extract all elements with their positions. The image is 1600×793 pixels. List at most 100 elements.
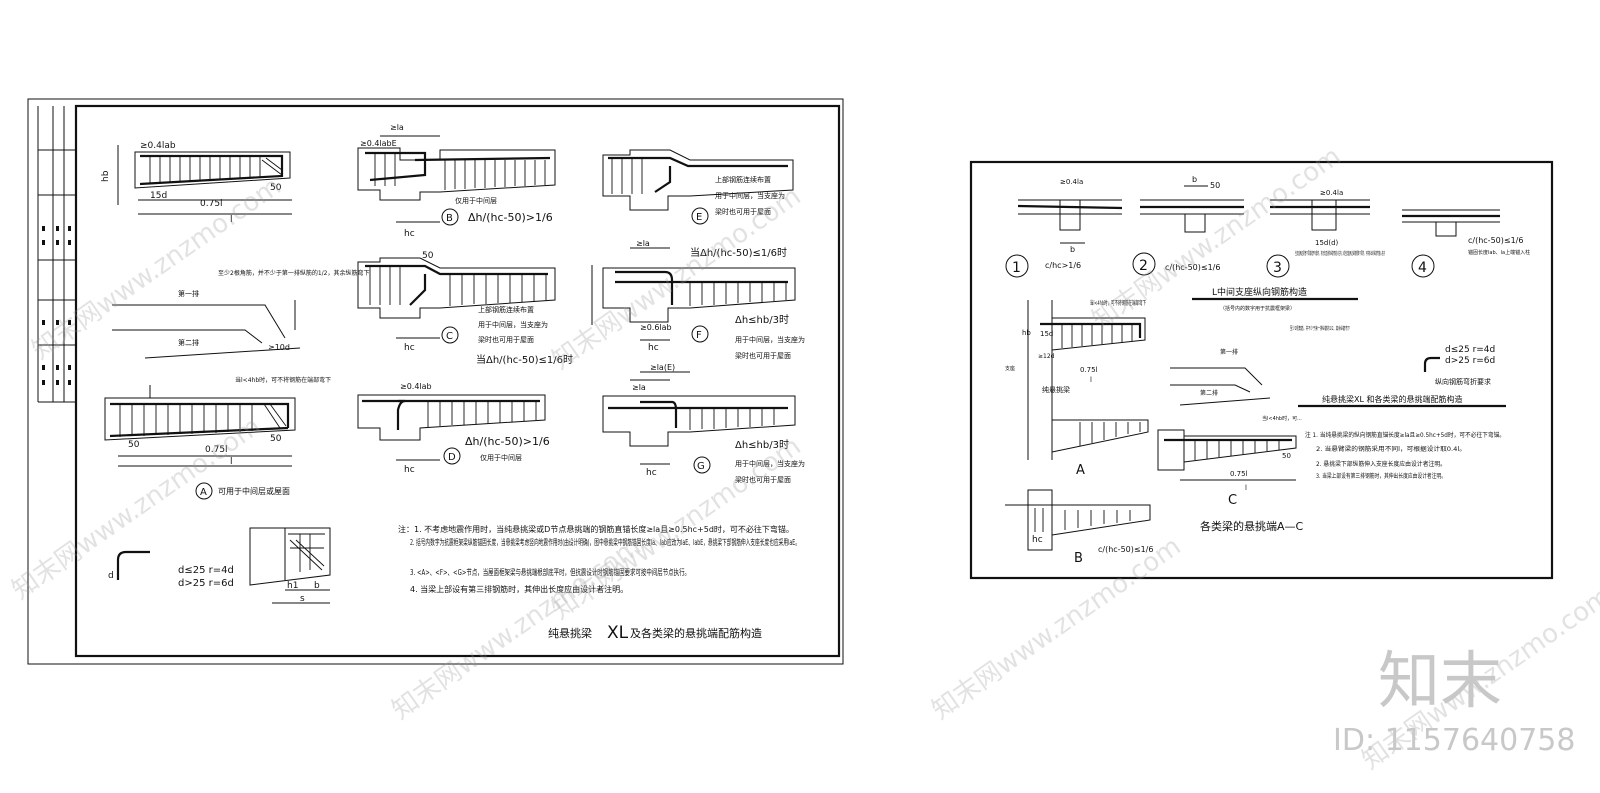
panel-C-label2: 用于中间层，当支座为	[478, 320, 548, 329]
panel-G-dim-hc: hc	[646, 468, 657, 478]
panel-C-formula: 当Δh/(hc-50)≤1/6时	[476, 353, 573, 366]
right-label-A: A	[1076, 463, 1085, 478]
right-C-075l: 0.75l	[1230, 470, 1248, 478]
panel-A-circle	[195, 482, 213, 500]
right-C-note: 当l<4hb时，可...	[1262, 415, 1302, 422]
panel-B-circle	[441, 208, 459, 226]
right-title-XL-text: 纯悬挑梁XL 和各类梁的悬挑端配筋构造	[1322, 394, 1462, 404]
panel-F-formula-top: 当Δh/(hc-50)≤1/6时	[690, 246, 787, 259]
bent-bar-sketch: 至少2根角筋，并不少于第一排纵筋的1/2，其余纵筋弯下 第一排 第二排 ≥10d	[112, 269, 369, 359]
right-label-C: C	[1228, 493, 1237, 508]
panel-A-bot-dim-075l: 0.75l	[205, 445, 228, 455]
panel-B-dim-la: ≥la	[390, 123, 404, 132]
panel-D-dim-hc: hc	[404, 465, 415, 475]
panel-A-bot-dim-50b: 50	[270, 434, 282, 444]
right-bent-bar: 至少2根角筋，并不少于第一排纵筋的1/2，其余纵筋弯下 第一排 第二排	[1170, 325, 1350, 406]
right-title-L: L中间支座纵向钢筋构造 （括号内的数字用于抗震框架梁）	[1192, 286, 1358, 312]
right-A-15d: 15d	[1040, 330, 1053, 338]
panel-A-dim-50: 50	[270, 183, 282, 193]
panel-C-circle	[441, 326, 459, 344]
panel-F: ≥la ≥0.6lab hc 当Δh/(hc-50)≤1/6时 Δh≤hb/3时…	[591, 239, 805, 360]
bend-line2: d>25 r=6d	[178, 578, 234, 589]
panel-E: 上部钢筋连续布置 用于中间层，当支座为 梁时也可用于屋面 E	[602, 149, 794, 225]
left-note-2: 2. 括号内数字为抗震框架梁纵筋锚固长度，当悬挑梁考虑竖向地震作用时(由设计明确…	[410, 537, 800, 547]
panel-B-dim-04labE: ≥0.4labE	[360, 139, 397, 148]
node-1-circle	[1005, 254, 1029, 278]
panel-C-label3: 梁时也可用于屋面	[478, 335, 534, 344]
panel-C-dim-hc: hc	[404, 343, 415, 353]
right-notes: 注 1. 当纯悬挑梁的纵向钢筋直锚长度≥la且≥0.5hc+5d时，可不必往下弯…	[1305, 431, 1505, 480]
panel-F-label3: 梁时也可用于屋面	[735, 351, 791, 360]
watermark-text-3: 知末网www.znzmo.com	[547, 181, 807, 375]
right-bent-note: 至少2根角筋，并不少于第一排纵筋的1/2，其余纵筋弯下	[1290, 325, 1350, 332]
panel-B-label: 仅用于中间层	[455, 196, 497, 205]
right-B-formula: c/(hc-50)≤1/6	[1098, 545, 1153, 554]
node-4-circle	[1411, 254, 1435, 278]
panel-E-circle	[691, 207, 709, 225]
node-4-label: 4	[1418, 260, 1427, 276]
right-C-50: 50	[1282, 452, 1291, 460]
panel-F-circle	[691, 325, 709, 343]
right-bent-row1: 第一排	[1220, 348, 1238, 356]
right-bottom-caption: 各类梁的悬挑端A—C	[1200, 519, 1304, 533]
left-title-block	[37, 106, 76, 403]
panel-A-note-top: 当l<4hb时，可不将钢筋在端部弯下	[235, 376, 331, 384]
panel-C: 50 hc 上部钢筋连续布置 用于中间层，当支座为 梁时也可用于屋面 C 当Δh…	[357, 251, 573, 366]
node-2-label: 2	[1139, 258, 1148, 274]
right-C-l: l	[1245, 484, 1247, 492]
panel-A-dim-15d: 15d	[150, 191, 167, 201]
panel-A-dim-hb: hb	[101, 170, 111, 182]
left-note-1: 注：1. 不考虑地震作用时，当纯悬挑梁或D节点悬挑端的钢筋直锚长度≥la且≥0.…	[398, 524, 794, 534]
right-bend-caption: 纵向钢筋弯折要求	[1435, 377, 1491, 386]
panel-A-bot-dim-50: 50	[128, 440, 140, 450]
right-label-B: B	[1074, 551, 1083, 566]
right-bend-line2: d>25 r=6d	[1445, 356, 1495, 366]
panel-G-dim-la: ≥la	[632, 383, 646, 392]
right-panel-A: 当l<4hb时，可不将钢筋在端部弯下 15d ≥12d 0.75l l hb 纯…	[1005, 299, 1146, 460]
panel-A-circle-label: A	[200, 487, 207, 498]
node-3-label: 3	[1273, 260, 1282, 276]
left-sheet-outer-frame	[27, 98, 844, 665]
panel-G-formula: Δh≤hb/3时	[735, 439, 789, 451]
small-detail-b: b	[314, 581, 320, 591]
right-A-note: 当l<4hb时，可不将钢筋在端部弯下	[1090, 299, 1146, 307]
right-panel-B-mid: A	[1051, 419, 1149, 478]
panel-D-circle	[443, 447, 461, 465]
panel-C-dim-50: 50	[422, 251, 434, 261]
panel-F-circle-label: F	[696, 330, 702, 341]
left-sheet-inner-frame	[74, 104, 841, 658]
watermark-text-7: 知末网www.znzmo.com	[927, 531, 1187, 725]
left-title: 纯悬挑梁 XL 及各类梁的悬挑端配筋构造	[548, 623, 762, 643]
panel-A-bot-dim-l: l	[230, 457, 233, 467]
right-note-4: 3. 当梁上部设有第三排钢筋时，其伸出长度应由设计者注明。	[1316, 472, 1446, 480]
bent-bar-row2: 第二排	[178, 338, 199, 347]
panel-D-circle-label: D	[448, 452, 456, 463]
panel-F-label2: 用于中间层，当支座为	[735, 335, 805, 344]
node4-note: 锚固长度lab、la上端锚入柱	[1468, 249, 1530, 256]
bend-detail-left: d d≤25 r=4d d>25 r=6d	[108, 550, 234, 589]
node-3-circle	[1266, 254, 1290, 278]
node3-dim-04la: ≥0.4la	[1320, 189, 1343, 197]
right-node-2: b 50 2 c/(hc-50)≤1/6	[1132, 175, 1244, 276]
right-B-hc: hc	[1032, 535, 1043, 545]
left-title-code: XL	[607, 623, 629, 643]
right-sheet-frame	[969, 160, 1554, 580]
panel-A-bottom: 50 0.75l l 50 当l<4hb时，可不将钢筋在端部弯下 A 可用于中间…	[104, 376, 331, 500]
node-1-formula: c/hc>1/6	[1045, 261, 1081, 270]
node2-dim-50: 50	[1210, 181, 1220, 190]
panel-C-circle-label: C	[446, 331, 453, 342]
small-detail-h1: h1	[287, 581, 298, 591]
panel-E-label2: 用于中间层，当支座为	[715, 191, 785, 200]
node3-note: 当支座两边梁宽不同或错开布置时，将无法直通的纵筋弯锚入柱内；或当支座两边纵筋根数…	[1295, 250, 1385, 257]
node-1-label: 1	[1012, 260, 1021, 276]
right-panel-B-bottom: hc B c/(hc-50)≤1/6	[1005, 489, 1153, 566]
small-detail-s: s	[300, 594, 305, 604]
right-bent-row2: 第二排	[1200, 389, 1218, 397]
panel-F-formula: Δh≤hb/3时	[735, 314, 789, 326]
small-section-detail: h1 b s	[249, 527, 331, 604]
right-note-3: 2. 悬挑梁下部纵筋伸入支座长度应由设计者注明。	[1316, 460, 1446, 468]
left-title-main: 纯悬挑梁	[548, 626, 592, 640]
watermark-text-6: 知末网www.znzmo.com	[1087, 141, 1347, 335]
left-notes: 注：1. 不考虑地震作用时，当纯悬挑梁或D节点悬挑端的钢筋直锚长度≥la且≥0.…	[398, 524, 800, 594]
